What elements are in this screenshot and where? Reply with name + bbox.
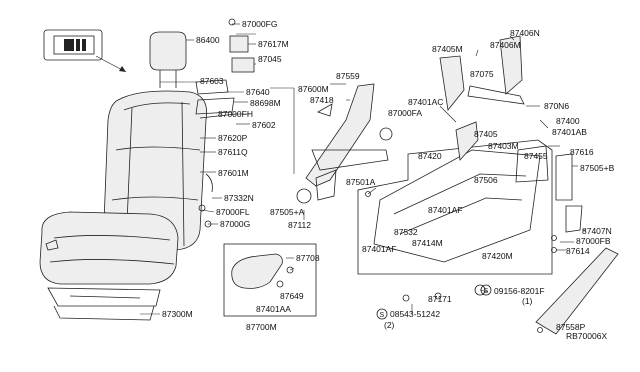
- label-87611Q: 87611Q: [218, 147, 248, 157]
- label-87614: 87614: [566, 246, 590, 256]
- seat-back: [103, 90, 208, 251]
- label-87112: 87112: [288, 220, 311, 230]
- label-87401AC: 87401AC: [408, 97, 443, 107]
- armrest: [223, 243, 317, 317]
- label-87405M: 87405M: [432, 44, 463, 54]
- label-87406M: 87406M: [490, 40, 521, 50]
- label-86400: 86400: [196, 35, 220, 45]
- label-87405: 87405: [474, 129, 498, 139]
- label-08543-51242: 08543-51242: [390, 309, 440, 319]
- label-87418: 87418: [310, 95, 334, 105]
- svg-text:S: S: [484, 288, 489, 295]
- label-87455: 87455: [524, 151, 548, 161]
- label-870N6: 870N6: [544, 101, 569, 111]
- label-87602: 87602: [252, 120, 276, 130]
- label-88698M: 88698M: [250, 98, 281, 108]
- label-87505A: 87505+A: [270, 207, 305, 217]
- label-87400: 87400: [556, 116, 580, 126]
- label-87401AF-upper: 87401AF: [428, 205, 463, 215]
- label-87000FL: 87000FL: [216, 207, 250, 217]
- label-87559: 87559: [336, 71, 360, 81]
- label-87401AA: 87401AA: [256, 304, 291, 314]
- label-87401AF-lower: 87401AF: [362, 244, 397, 254]
- label-87045: 87045: [258, 54, 282, 64]
- label-87600M: 87600M: [298, 84, 329, 94]
- label-87000FB: 87000FB: [576, 236, 611, 246]
- label-87617M: 87617M: [258, 39, 289, 49]
- label-87300M: 87300M: [162, 309, 193, 319]
- label-RB70006X: RB70006X: [566, 331, 607, 341]
- label-87505B: 87505+B: [580, 163, 615, 173]
- label-87640: 87640: [246, 87, 270, 97]
- label-87616: 87616: [570, 147, 594, 157]
- side-trim-panel: [305, 83, 389, 201]
- label-87501A: 87501A: [346, 177, 376, 187]
- label-09156-qty: (1): [522, 296, 533, 306]
- label-08543-qty: (2): [384, 320, 395, 330]
- screw-markers: [376, 284, 492, 320]
- seat-frame: [357, 35, 583, 302]
- label-87403M: 87403M: [488, 141, 519, 151]
- part-labels: 86400 87000FG 87617M 87045 87603 87640 8…: [162, 19, 615, 341]
- label-87420M: 87420M: [482, 251, 513, 261]
- headrest: [149, 31, 194, 88]
- label-87532: 87532: [394, 227, 418, 237]
- svg-text:S: S: [380, 312, 385, 319]
- label-87700M: 87700M: [246, 322, 277, 332]
- knobs: [296, 127, 393, 204]
- label-87601M: 87601M: [218, 168, 249, 178]
- seat-base: [47, 287, 161, 321]
- screw-marker-letters: S S: [380, 288, 489, 319]
- seat-cushion: [39, 211, 179, 285]
- label-87075: 87075: [470, 69, 494, 79]
- label-87000G: 87000G: [220, 219, 250, 229]
- label-87000FH: 87000FH: [218, 109, 253, 119]
- label-87407N: 87407N: [582, 226, 612, 236]
- label-09156-8201F: 09156-8201F: [494, 286, 545, 296]
- label-87406N: 87406N: [510, 28, 540, 38]
- label-87603: 87603: [200, 76, 224, 86]
- label-87171: 87171: [428, 294, 452, 304]
- orientation-car-icon: [43, 29, 127, 73]
- label-87506: 87506: [474, 175, 498, 185]
- leader-lines: [160, 23, 586, 314]
- label-87000FA: 87000FA: [388, 108, 422, 118]
- lower-side-cover: [535, 247, 619, 335]
- label-87000FG: 87000FG: [242, 19, 277, 29]
- label-87649: 87649: [280, 291, 304, 301]
- label-87620P: 87620P: [218, 133, 248, 143]
- label-87420: 87420: [418, 151, 442, 161]
- label-87332N: 87332N: [224, 193, 254, 203]
- seat-back-frame-parts: [195, 18, 255, 228]
- label-87708: 87708: [296, 253, 320, 263]
- label-87414M: 87414M: [412, 238, 443, 248]
- label-87558P: 87558P: [556, 322, 586, 332]
- label-87401AB: 87401AB: [552, 127, 587, 137]
